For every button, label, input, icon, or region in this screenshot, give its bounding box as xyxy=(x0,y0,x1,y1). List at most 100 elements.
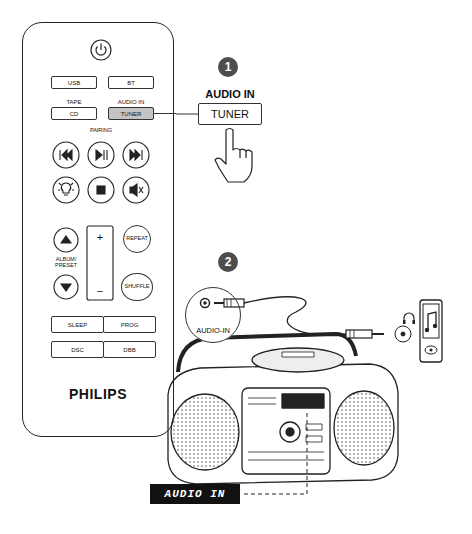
audio-cable xyxy=(244,297,346,335)
audio-cable xyxy=(403,320,406,324)
boombox xyxy=(306,436,322,442)
volume-knob xyxy=(280,422,300,442)
button-heading: TAPE xyxy=(66,99,81,105)
button-label: CD xyxy=(70,111,79,117)
function-buttons xyxy=(88,177,114,203)
round-button: REPEAT xyxy=(123,225,151,253)
button-label: PROG xyxy=(121,322,139,328)
power-button xyxy=(100,44,101,51)
power-button xyxy=(91,40,111,60)
mp3-player xyxy=(420,300,442,362)
audio-in-jack xyxy=(203,301,207,305)
button-label: REPEAT xyxy=(126,236,148,242)
audio-cable xyxy=(413,320,416,324)
audio-cable xyxy=(372,333,384,335)
mp3-player xyxy=(425,328,429,332)
round-button: SHUFFLE xyxy=(121,273,152,301)
display-window xyxy=(282,394,324,408)
transport-buttons xyxy=(123,142,149,168)
zoom-circle: AUDIO-IN xyxy=(185,287,241,343)
mp3-player xyxy=(420,300,442,362)
mp3-player xyxy=(425,346,437,354)
mp3-player xyxy=(423,304,439,338)
pointing-hand xyxy=(240,150,246,158)
power-button xyxy=(91,40,111,60)
button-heading: AUDIO IN xyxy=(205,89,255,100)
remote-button: BT xyxy=(108,76,154,89)
front-panel xyxy=(242,388,330,474)
right-speaker xyxy=(334,391,394,465)
boombox xyxy=(282,352,314,357)
remote-control: PHILIPSUSBBTTAPECDAUDIO INTUNERREPEATSHU… xyxy=(22,22,174,437)
function-buttons xyxy=(53,177,149,203)
audio-cable xyxy=(224,299,244,307)
function-buttons xyxy=(130,184,137,196)
transport-buttons xyxy=(88,142,114,168)
function-buttons xyxy=(139,187,143,193)
pointing-hand xyxy=(215,129,252,183)
audio-in-jack xyxy=(185,287,241,343)
callout-number: 2 xyxy=(218,252,238,272)
audio-cable xyxy=(214,297,415,342)
transport-buttons xyxy=(53,142,149,168)
boombox xyxy=(168,334,398,484)
display-readout: AUDIO IN xyxy=(150,484,240,504)
audio-cable xyxy=(395,326,411,342)
button-label: SHUFFLE xyxy=(124,284,149,290)
audio-cable xyxy=(350,330,354,338)
audio-cable xyxy=(346,330,372,338)
pointing-hand xyxy=(215,129,252,183)
boombox-body xyxy=(168,364,398,484)
button-label: BT xyxy=(127,80,135,86)
button-group-label: PAIRING xyxy=(81,127,121,133)
remote-button: PROG xyxy=(103,316,156,333)
remote-button: USB xyxy=(51,76,97,89)
audio-in-jack xyxy=(201,299,210,308)
function-buttons xyxy=(58,183,74,190)
remote-button: SLEEP xyxy=(51,316,104,333)
button-label: DBB xyxy=(123,347,135,353)
button-label: TUNER xyxy=(211,109,249,120)
boombox xyxy=(248,398,324,460)
button-label: DSC xyxy=(71,347,84,353)
audio-cable xyxy=(227,299,231,307)
function-buttons xyxy=(123,177,149,203)
cd-lid xyxy=(252,348,344,372)
button-heading: AUDIO IN xyxy=(118,99,145,105)
volume-rocker xyxy=(87,226,113,300)
display-pointer xyxy=(244,412,307,494)
remote-button: AUDIO INTUNER xyxy=(108,107,154,120)
function-buttons xyxy=(53,177,79,203)
button-label: 1 xyxy=(225,61,232,73)
audio-cable xyxy=(404,313,414,321)
remote-button: DBB xyxy=(103,341,156,358)
transport-buttons xyxy=(53,142,79,168)
volume-sign: + xyxy=(93,231,107,243)
callout-number: 1 xyxy=(218,57,238,77)
volume-sign: − xyxy=(93,285,107,297)
boombox xyxy=(286,428,294,436)
remote-button: DSC xyxy=(51,341,104,358)
left-speaker xyxy=(171,394,239,470)
button-label: 2 xyxy=(225,256,232,268)
mp3-player xyxy=(430,349,433,352)
button-label: TUNER xyxy=(121,111,142,117)
audio-cable xyxy=(401,332,405,336)
function-buttons xyxy=(61,183,70,195)
button-label: SLEEP xyxy=(68,322,87,328)
preset-buttons xyxy=(54,228,78,299)
button-label: PHILIPS xyxy=(23,387,173,401)
mp3-player xyxy=(433,324,437,328)
button-label: AUDIO IN xyxy=(165,489,226,500)
remote-button: TAPECD xyxy=(51,107,97,120)
button-group-label: ALBUM/ PRESET xyxy=(53,256,79,268)
boombox xyxy=(306,424,322,430)
audio-in-jack xyxy=(185,287,241,343)
button-label: USB xyxy=(68,80,80,86)
leader-line xyxy=(154,113,198,115)
transport-buttons xyxy=(60,150,72,160)
transport-buttons xyxy=(130,150,142,160)
transport-buttons xyxy=(96,150,107,160)
button-label: AUDIO-IN xyxy=(196,327,230,335)
